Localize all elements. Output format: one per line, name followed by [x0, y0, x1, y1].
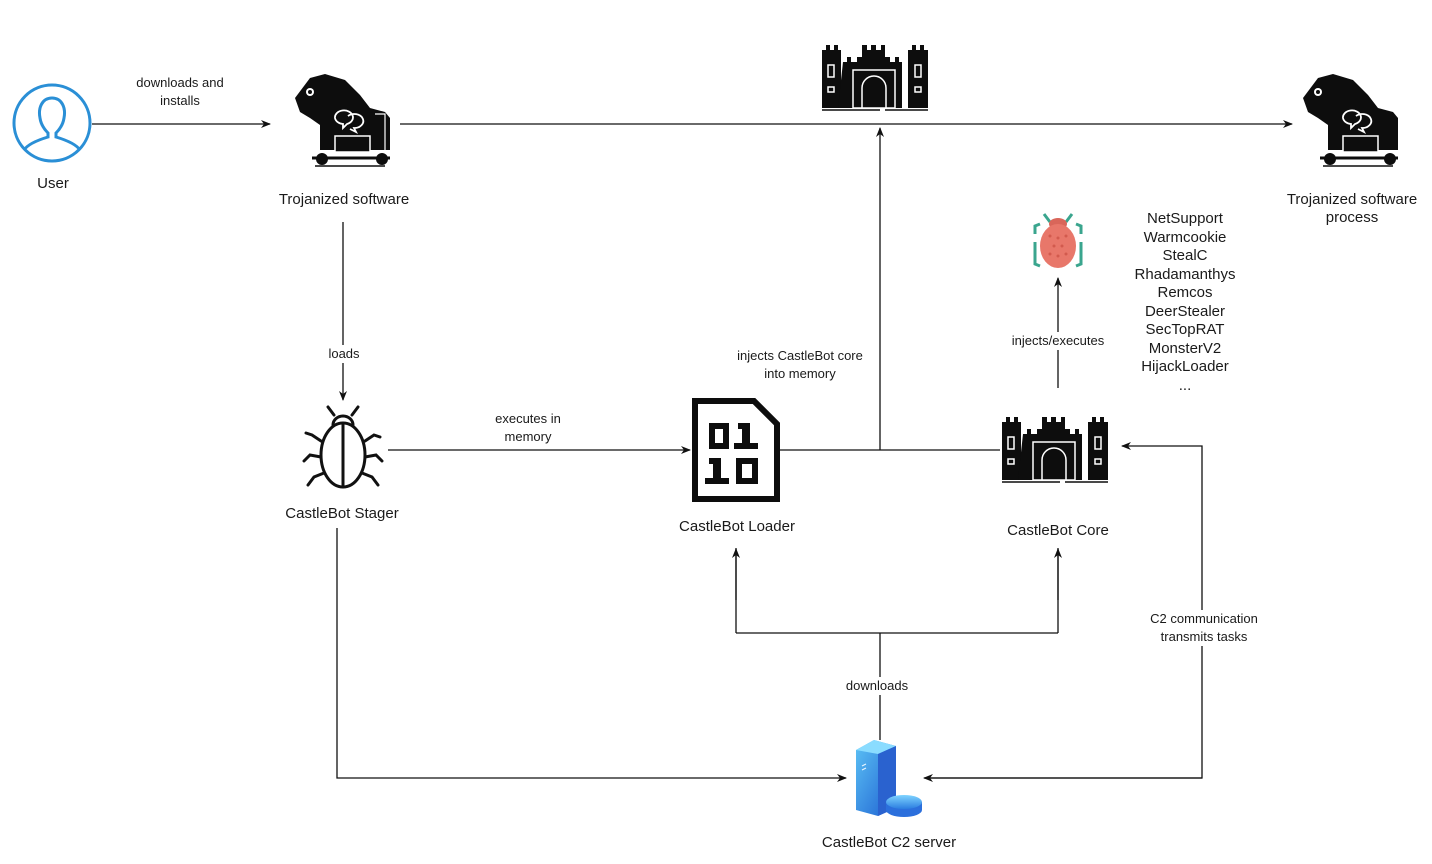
payload-bug-icon[interactable]	[1030, 206, 1086, 272]
server-icon[interactable]	[852, 738, 924, 822]
core-castle-icon[interactable]	[1000, 410, 1112, 486]
edge-label-line: injects CastleBot core	[737, 348, 863, 363]
edge-label-downloads: downloads	[845, 677, 909, 695]
trojanized-software-label: Trojanized software	[278, 191, 410, 208]
stager-bug-icon[interactable]	[300, 403, 386, 495]
payload-item: HijackLoader	[1141, 358, 1229, 375]
trojanized-process-label-line1: Trojanized software	[1286, 191, 1418, 208]
edge-label-line: C2 communication	[1150, 611, 1258, 626]
edge-label-line: into memory	[764, 366, 836, 381]
edge-label-executes-in-memory: executes in memory	[495, 410, 561, 446]
payload-item: DeerStealer	[1144, 302, 1226, 320]
c2-server-label: CastleBot C2 server	[821, 834, 957, 851]
payload-item: MonsterV2	[1148, 339, 1222, 357]
binary-file-icon[interactable]	[692, 398, 780, 502]
edge-stager-to-c2	[336, 528, 847, 782]
castle-icon[interactable]	[820, 40, 932, 112]
payload-item: Remcos	[1157, 284, 1213, 301]
edge-label-injects-core: injects CastleBot core into memory	[737, 347, 863, 383]
edge-label-c2-communication: C2 communication transmits tasks	[1150, 610, 1258, 646]
trojanized-process-label-line2: process	[1325, 209, 1379, 226]
edge-label-line: memory	[504, 429, 552, 444]
payload-item: Warmcookie	[1143, 228, 1227, 246]
trojan-horse-process-icon[interactable]	[1298, 70, 1408, 170]
payload-item: NetSupport	[1147, 210, 1223, 227]
edge-label-injects-executes: injects/executes	[1011, 332, 1105, 350]
edge-label-line: transmits tasks	[1160, 629, 1248, 644]
stager-label: CastleBot Stager	[285, 505, 399, 522]
edge-label-line: executes in	[495, 411, 561, 426]
edge-label-line: installs	[160, 93, 200, 108]
user-label: User	[37, 175, 69, 192]
edge-loader-inject	[780, 128, 1000, 451]
payload-item: StealC	[1162, 247, 1208, 264]
trojanized-process-label: Trojanized software process	[1287, 191, 1417, 227]
user-icon[interactable]	[12, 80, 94, 168]
loader-label: CastleBot Loader	[679, 518, 795, 535]
core-label: CastleBot Core	[1007, 522, 1109, 539]
edge-c2-downloads	[735, 548, 1059, 740]
edge-label-line: downloads and	[136, 75, 224, 90]
payload-list: NetSupport Warmcookie StealC Rhadamanthy…	[1135, 210, 1236, 395]
trojan-horse-icon[interactable]	[290, 70, 400, 170]
edge-label-loads: loads	[328, 345, 360, 363]
payload-item: SecTopRAT	[1145, 321, 1225, 338]
payload-item: ...	[1178, 376, 1192, 394]
payload-item: Rhadamanthys	[1134, 265, 1236, 283]
edge-label-downloads-installs: downloads and installs	[136, 74, 224, 110]
